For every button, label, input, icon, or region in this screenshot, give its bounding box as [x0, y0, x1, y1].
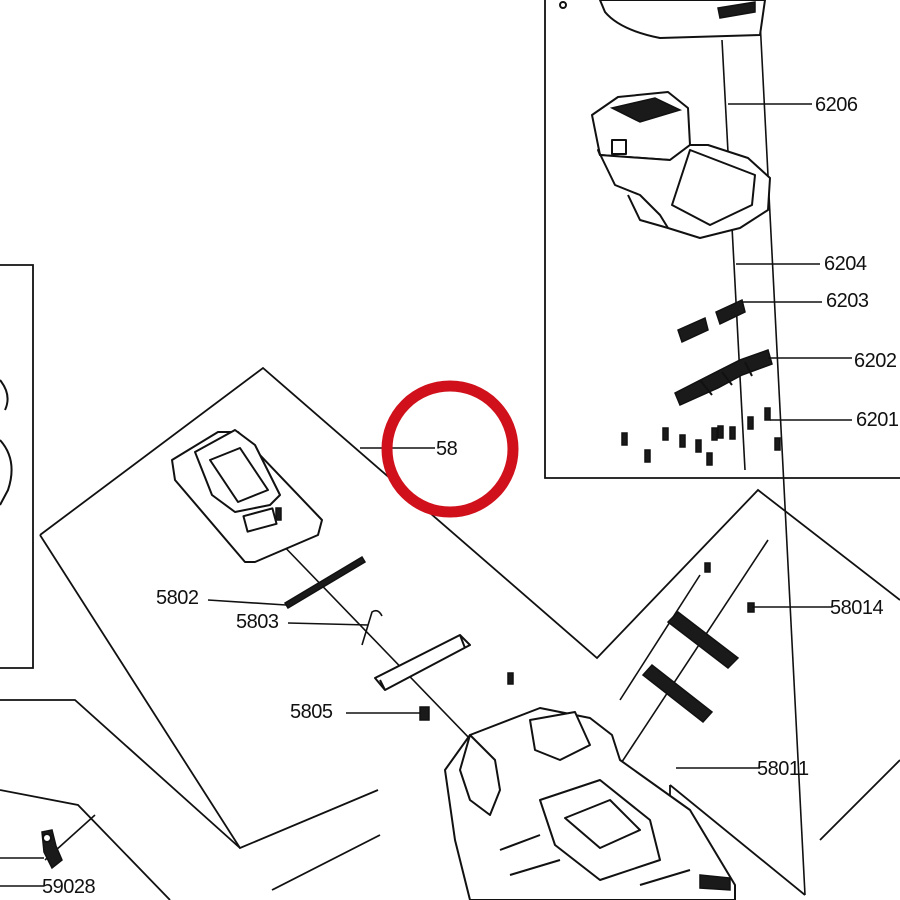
- callout-6206: 6206: [815, 94, 858, 116]
- frame-bottom-d: [271, 834, 381, 891]
- part-59028-fitting: [41, 829, 63, 870]
- callout-6203: 6203: [826, 290, 869, 312]
- callout-58014: 58014: [830, 597, 883, 619]
- part-5802-rod: [283, 555, 367, 610]
- frame-left-box: [0, 264, 34, 669]
- part-5805-screw: [419, 706, 430, 721]
- part-lid: [171, 429, 323, 563]
- callout-5802: 5802: [156, 587, 199, 609]
- callout-59028: 59028: [42, 876, 95, 898]
- leader-lines: [0, 103, 852, 887]
- part-58014-screws: [704, 562, 755, 613]
- callout-5805: 5805: [290, 701, 333, 723]
- part-top-cover: [559, 0, 766, 39]
- callout-labels: 58 5802 5803 5805 6206 6204 6203 6202 62…: [42, 94, 899, 898]
- callout-6202: 6202: [854, 350, 897, 372]
- callout-58: 58: [436, 438, 458, 460]
- part-6202-bracket: [674, 349, 773, 406]
- frame-bottom-b: [39, 534, 379, 850]
- callout-6204: 6204: [824, 253, 867, 275]
- callout-6201: 6201: [856, 409, 899, 431]
- part-hinge-bar: [374, 634, 514, 691]
- frame-58-box: [39, 366, 900, 660]
- frame-bottom-left: [0, 699, 241, 849]
- axis-lines: [44, 19, 806, 896]
- part-motor-housing: [591, 91, 771, 239]
- part-5803-spring: [361, 609, 383, 646]
- frame-62-box: [544, 0, 900, 479]
- part-strip-upper: [666, 611, 740, 669]
- highlight-circle: [381, 380, 519, 518]
- part-6201-screws: [621, 407, 781, 466]
- part-left-partial: [0, 379, 13, 506]
- part-main-body: [444, 707, 736, 900]
- frame-bottom-c: [0, 789, 171, 900]
- part-6203-clips: [677, 298, 746, 344]
- callout-5803: 5803: [236, 611, 279, 633]
- part-strip-lower: [641, 663, 714, 724]
- callout-58011: 58011: [757, 758, 809, 780]
